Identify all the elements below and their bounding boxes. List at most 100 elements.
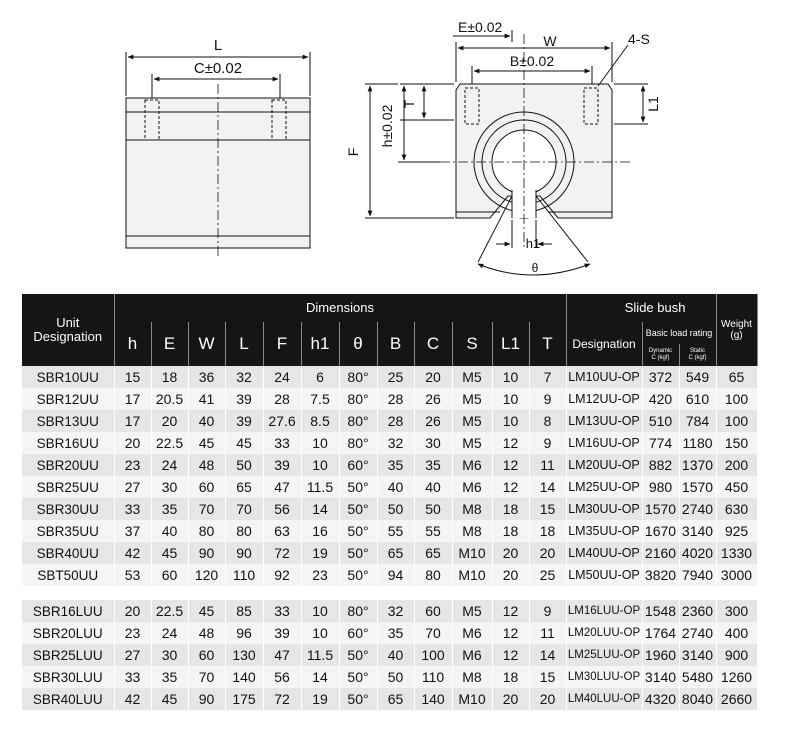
- table-cell: M6: [452, 644, 493, 666]
- header-slide: Slide: [624, 300, 654, 315]
- header-col-E: E: [151, 322, 189, 366]
- table-cell: 24: [151, 454, 189, 476]
- table-cell: 45: [188, 600, 226, 622]
- table-cell: 610: [679, 388, 717, 410]
- header-col-W: W: [188, 322, 226, 366]
- table-cell: 12: [492, 622, 530, 644]
- table-cell: 1670: [642, 520, 680, 542]
- bush-designation-cell: LM25LUU-OP: [566, 644, 643, 666]
- label-W: W: [543, 33, 557, 49]
- bush-designation-cell: LM40UU-OP: [566, 542, 643, 564]
- unit-designation-cell: SBR12UU: [22, 388, 115, 410]
- table-cell: 47: [263, 644, 302, 666]
- unit-designation-cell: SBR16UU: [22, 432, 115, 454]
- table-cell: 110: [225, 564, 264, 586]
- table-cell: 70: [188, 498, 226, 520]
- header-col-theta: θ: [339, 322, 378, 366]
- header-col-T: T: [529, 322, 567, 366]
- table-cell: M10: [452, 564, 493, 586]
- table-cell: 5480: [679, 666, 717, 688]
- unit-designation-cell: SBR30UU: [22, 498, 115, 520]
- table-cell: 50°: [339, 644, 378, 666]
- header-designation: Designation: [33, 329, 103, 344]
- table-cell: 23: [114, 454, 152, 476]
- table-cell: 7.5: [301, 388, 340, 410]
- table-cell: 39: [225, 410, 264, 432]
- table-cell: 50: [225, 454, 264, 476]
- table-cell: 18: [529, 520, 567, 542]
- table-cell: 15: [529, 666, 567, 688]
- table-cell: 65: [225, 476, 264, 498]
- table-cell: 549: [679, 366, 717, 388]
- header-bush: bush: [657, 300, 686, 315]
- table-cell: 2160: [642, 542, 680, 564]
- header-col-L: L: [225, 322, 264, 366]
- table-cell: 20: [151, 410, 189, 432]
- table-cell: 2740: [679, 498, 717, 520]
- table-cell: 1260: [716, 666, 758, 688]
- table-cell: 2740: [679, 622, 717, 644]
- table-cell: 33: [114, 666, 152, 688]
- table-cell: 94: [377, 564, 415, 586]
- table-cell: 28: [263, 388, 302, 410]
- table-cell: 120: [188, 564, 226, 586]
- header-col-h1: h1: [301, 322, 340, 366]
- table-cell: 175: [225, 688, 264, 710]
- table-cell: 12: [492, 476, 530, 498]
- table-cell: 70: [225, 498, 264, 520]
- table-cell: 510: [642, 410, 680, 432]
- table-cell: 9: [529, 388, 567, 410]
- table-cell: 39: [263, 454, 302, 476]
- table-cell: 140: [414, 688, 453, 710]
- table-cell: 33: [263, 600, 302, 622]
- table-cell: 900: [716, 644, 758, 666]
- table-cell: 17: [114, 388, 152, 410]
- table-cell: 3140: [679, 520, 717, 542]
- table-cell: 1370: [679, 454, 717, 476]
- table-cell: 16: [301, 520, 340, 542]
- table-cell: 60: [188, 644, 226, 666]
- table-cell: 50: [377, 498, 415, 520]
- unit-designation-cell: SBR35UU: [22, 520, 115, 542]
- table-header: Unit Designation Dimensions Slide bush W…: [22, 294, 758, 366]
- table-cell: 65: [377, 542, 415, 564]
- table-cell: 1570: [679, 476, 717, 498]
- table-cell: 40: [377, 476, 415, 498]
- table-cell: 45: [151, 688, 189, 710]
- table-cell: 50: [377, 666, 415, 688]
- header-col-L1: L1: [492, 322, 530, 366]
- table-cell: 90: [188, 688, 226, 710]
- unit-designation-cell: SBR25UU: [22, 476, 115, 498]
- table-cell: 50°: [339, 688, 378, 710]
- table-cell: 50°: [339, 476, 378, 498]
- table-cell: 30: [151, 476, 189, 498]
- table-cell: 20: [114, 600, 152, 622]
- bush-designation-cell: LM20UU-OP: [566, 454, 643, 476]
- table-cell: 28: [377, 388, 415, 410]
- table-cell: 40: [151, 520, 189, 542]
- table-cell: 65: [716, 366, 758, 388]
- table-cell: 27.6: [263, 410, 302, 432]
- table-cell: 45: [225, 432, 264, 454]
- header-static: Static C (kgf): [679, 344, 717, 366]
- table-cell: 12: [492, 600, 530, 622]
- table-cell: 11.5: [301, 476, 340, 498]
- table-cell: 10: [301, 622, 340, 644]
- unit-designation-cell: SBR40LUU: [22, 688, 115, 710]
- table-cell: 70: [188, 666, 226, 688]
- table-cell: 14: [529, 476, 567, 498]
- table-cell: 22.5: [151, 432, 189, 454]
- table-cell: 400: [716, 622, 758, 644]
- table-cell: 784: [679, 410, 717, 432]
- specification-table: Unit Designation Dimensions Slide bush W…: [22, 294, 758, 710]
- table-cell: 42: [114, 542, 152, 564]
- table-cell: 3140: [642, 666, 680, 688]
- header-weight-label: Weight: [721, 319, 752, 330]
